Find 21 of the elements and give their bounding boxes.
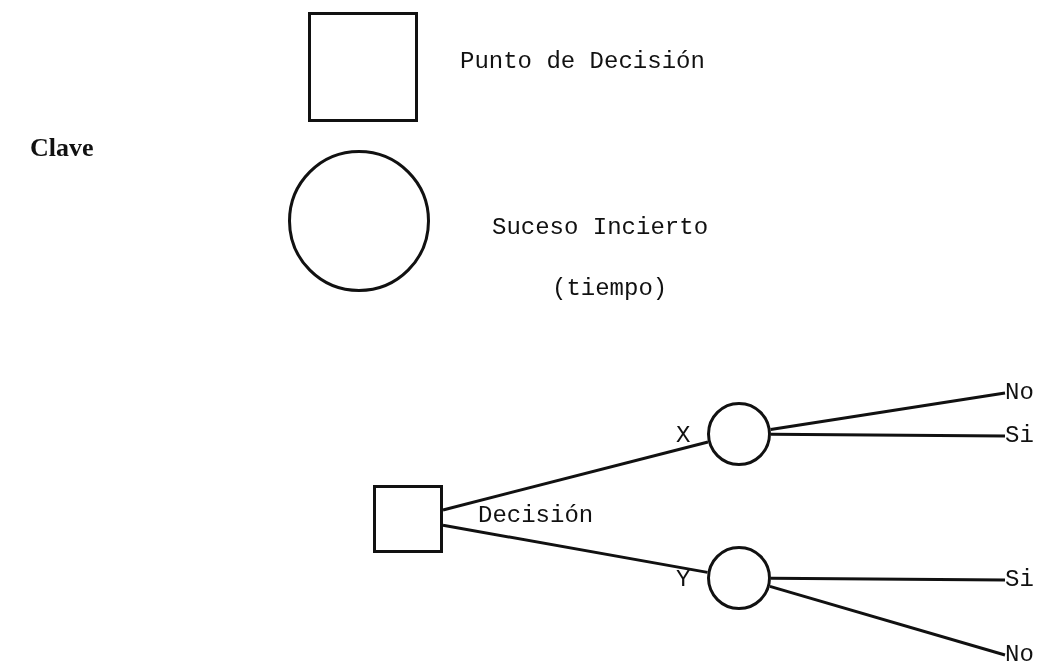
- branch-label: No: [1005, 378, 1034, 408]
- branch-label: No: [1005, 640, 1034, 668]
- node-caption: Decisión: [478, 501, 594, 531]
- decision-square: [308, 12, 418, 122]
- decision-square: [373, 485, 443, 553]
- connector-line: [770, 391, 1006, 431]
- branch-label: Si: [1005, 565, 1034, 595]
- node-caption: Punto de Decisión: [460, 47, 705, 77]
- connector-line: [769, 584, 1006, 657]
- key-heading: Clave: [30, 133, 94, 163]
- chance-circle: [707, 546, 771, 610]
- connector-line: [442, 440, 709, 512]
- connector-line: [771, 576, 1005, 582]
- node-caption: Y: [676, 565, 691, 595]
- node-caption: X: [676, 421, 691, 451]
- connector-line: [442, 523, 708, 574]
- node-caption: (tiempo): [552, 274, 668, 304]
- branch-label: Si: [1005, 421, 1034, 451]
- chance-circle: [707, 402, 771, 466]
- connector-line: [771, 432, 1005, 438]
- node-caption: Suceso Incierto: [492, 213, 709, 243]
